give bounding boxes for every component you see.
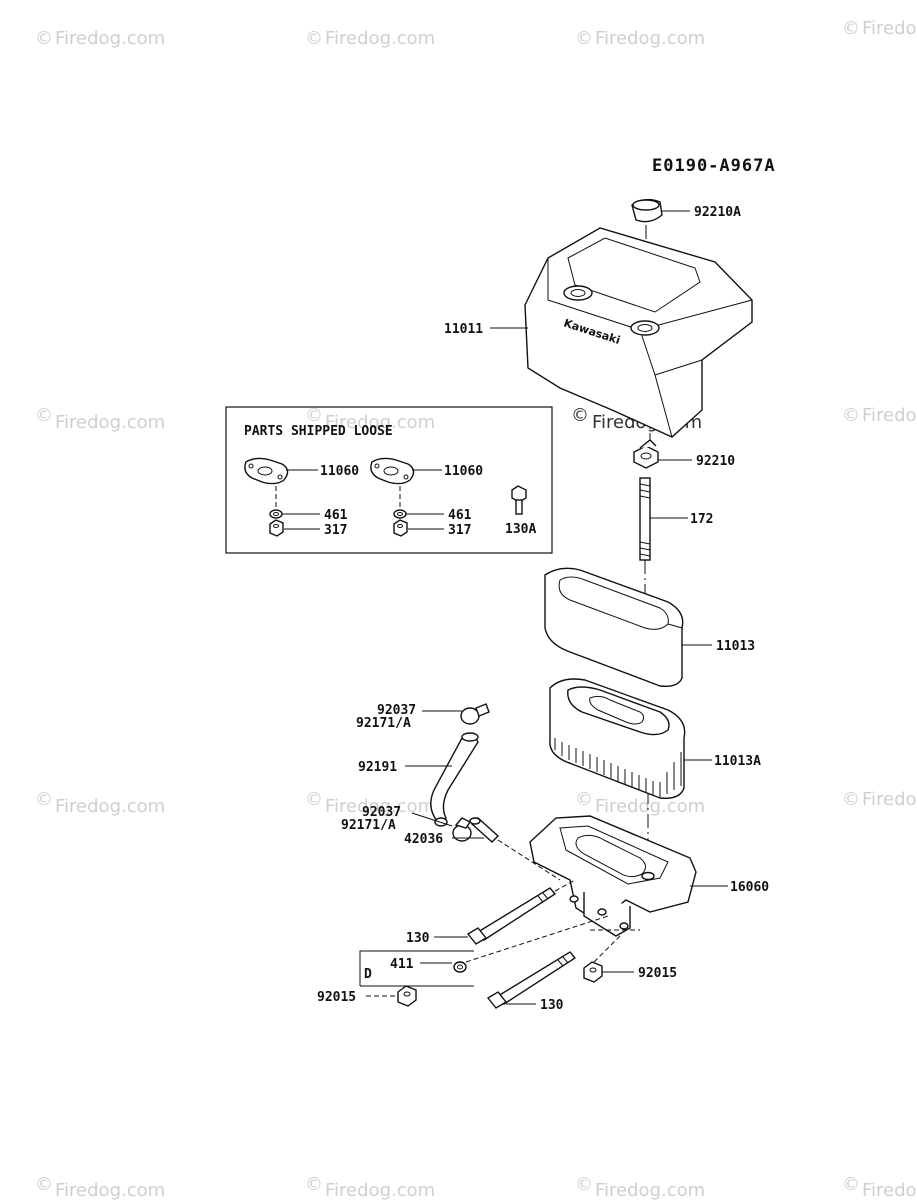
watermark-text: Firedog.com (862, 789, 917, 810)
watermark-text: Firedog.com (55, 412, 165, 433)
label-bolt-lower: 130 (540, 998, 564, 1013)
cap-icon (631, 198, 663, 223)
label-nut-left: 92015 (317, 990, 356, 1005)
watermark-text: Firedog.com (595, 1180, 705, 1200)
label-washer: 411 (390, 957, 414, 972)
label-cover: 11011 (444, 322, 483, 337)
watermark-copyright: © (575, 789, 593, 810)
watermark-copyright: © (842, 789, 860, 810)
washer-icon (269, 509, 283, 519)
watermark-text: Firedog.com (595, 796, 705, 817)
watermark-text: Firedog.com (55, 28, 165, 49)
bolt-icon (466, 887, 557, 945)
label-washer-right: 461 (448, 508, 472, 523)
pre-cleaner-icon (544, 567, 684, 688)
label-gasket-left: 11060 (320, 464, 359, 479)
washer-icon (393, 509, 407, 519)
label-bolt-loose: 130A (505, 522, 536, 537)
label-stud: 172 (690, 512, 713, 527)
watermark-copyright: © (305, 1174, 323, 1195)
watermark-text: Firedog.com (862, 18, 917, 39)
air-cleaner-base-icon (529, 815, 697, 937)
group-label: D (364, 967, 372, 982)
watermark-copyright: © (575, 1174, 593, 1195)
nut-icon (397, 985, 417, 1007)
label-clamp-bottom-a: 92037 (362, 805, 401, 820)
watermark-copyright: © (35, 28, 53, 49)
label-base: 16060 (730, 880, 769, 895)
label-washer-left: 461 (324, 508, 348, 523)
label-gasket-right: 11060 (444, 464, 483, 479)
watermark-copyright: © (305, 789, 323, 810)
label-clamp-top-b: 92171/A (356, 716, 411, 731)
label-nut-right-loose: 317 (448, 523, 471, 538)
washer-icon (453, 961, 467, 973)
label-nut-right: 92015 (638, 966, 677, 981)
hose-clamp-icon (460, 703, 490, 725)
label-pre-cleaner: 11013 (716, 639, 755, 654)
bolt-icon (511, 485, 527, 515)
gasket-icon (244, 457, 289, 485)
watermark-row-upper: © Firedog.com © Firedog.com © Firedog.co… (35, 405, 917, 433)
watermark-copyright: © (571, 405, 589, 426)
watermark-copyright: © (305, 405, 323, 426)
bolt-icon (486, 951, 577, 1009)
watermark-text: Firedog.com (325, 796, 435, 817)
breather-fitting-icon (469, 817, 500, 843)
label-nut-left-loose: 317 (324, 523, 347, 538)
diagram-code: E0190-A967A (652, 156, 776, 176)
label-wing-nut: 92210 (696, 454, 735, 469)
leader-line (411, 812, 453, 827)
breather-hose-icon (430, 732, 479, 827)
air-cleaner-cover-icon: Kawasaki (524, 227, 753, 438)
watermark-copyright: © (575, 28, 593, 49)
nut-icon (393, 519, 408, 537)
watermark-copyright: © (35, 405, 53, 426)
gasket-icon (370, 457, 415, 485)
leader-line (593, 935, 621, 963)
watermark-text: Firedog.com (595, 28, 705, 49)
air-filter-element-icon (549, 678, 686, 799)
label-element: 11013A (714, 754, 761, 769)
watermark-text: Firedog.com (862, 405, 917, 426)
leader-line (465, 915, 609, 963)
wing-nut-icon (633, 439, 659, 469)
watermark-text: Firedog.com (55, 1180, 165, 1200)
watermark-copyright: © (842, 405, 860, 426)
stud-icon (639, 477, 651, 561)
watermark-text: Firedog.com (55, 796, 165, 817)
label-hose: 92191 (358, 760, 397, 775)
label-clamp-top-a: 92037 (377, 703, 416, 718)
loose-parts-title: PARTS SHIPPED LOOSE (244, 424, 393, 439)
watermark-row-lower: © Firedog.com © Firedog.com © Firedog.co… (35, 789, 917, 817)
watermark-row-top: © Firedog.com © Firedog.com © Firedog.co… (35, 18, 917, 49)
watermark-copyright: © (35, 1174, 53, 1195)
watermark-copyright: © (305, 28, 323, 49)
leader-line (554, 879, 576, 892)
label-bolt-upper: 130 (406, 931, 430, 946)
leader-line (497, 839, 561, 881)
hose-clamp-icon (452, 817, 472, 842)
watermark-row-bottom: © Firedog.com © Firedog.com © Firedog.co… (35, 1174, 917, 1200)
label-cap: 92210A (694, 205, 741, 220)
group-bracket: D (359, 950, 474, 987)
nut-icon (583, 961, 603, 983)
watermark-copyright: © (842, 18, 860, 39)
watermark-copyright: © (842, 1174, 860, 1195)
watermark-text: Firedog.com (325, 28, 435, 49)
watermark-text: Firedog.com (325, 412, 435, 433)
watermark-copyright: © (35, 789, 53, 810)
label-fitting: 42036 (404, 832, 443, 847)
watermark-text: Firedog.com (862, 1180, 917, 1200)
watermark-text: Firedog.com (325, 1180, 435, 1200)
nut-icon (269, 519, 284, 537)
parts-shipped-loose-box: PARTS SHIPPED LOOSE 11060 11060 461 (225, 406, 553, 554)
label-clamp-bottom-b: 92171/A (341, 818, 396, 833)
